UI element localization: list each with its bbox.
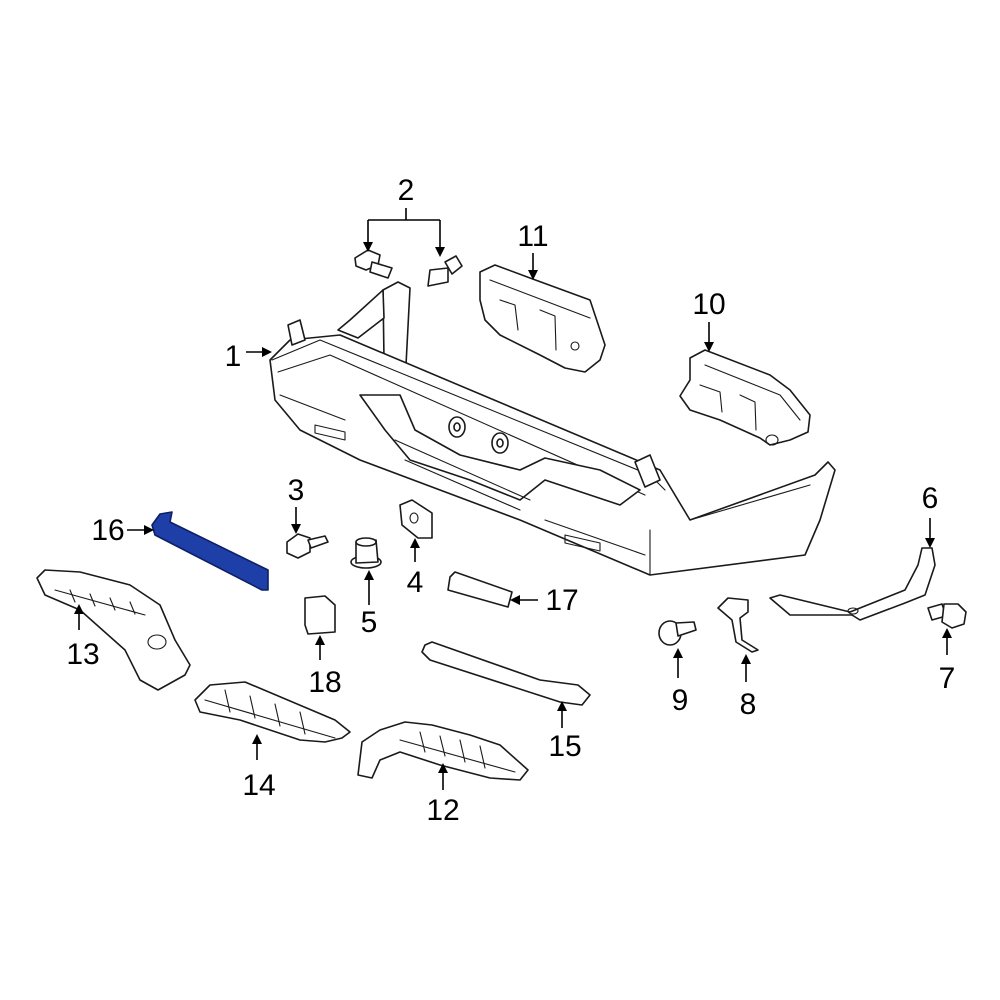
- callout-7: 7: [939, 662, 956, 695]
- part-2-push-pins[interactable]: [354, 249, 463, 287]
- callout-4: 4: [407, 566, 424, 599]
- callout-16: 16: [91, 514, 124, 547]
- callout-5: 5: [361, 606, 378, 639]
- leader-lines: [74, 208, 952, 790]
- part-16-highlighted-strip[interactable]: [151, 511, 269, 591]
- part-10-absorber[interactable]: [679, 349, 811, 446]
- callout-14: 14: [242, 769, 275, 802]
- callout-11: 11: [517, 220, 548, 253]
- callout-18: 18: [308, 666, 341, 699]
- callout-1: 1: [225, 340, 242, 373]
- part-11-absorber[interactable]: [479, 264, 606, 373]
- part-8-bracket[interactable]: [717, 597, 759, 653]
- part-9-push-pin[interactable]: [658, 620, 697, 646]
- callout-labels: 1 2 3 4 5 6 7 8 9 10 11 12 13 14 15 16 1…: [66, 174, 955, 827]
- callout-12: 12: [426, 794, 459, 827]
- callout-13: 13: [66, 638, 99, 671]
- part-1-bumper[interactable]: [269, 281, 836, 576]
- part-7-bolt[interactable]: [927, 603, 967, 629]
- callout-10: 10: [692, 288, 725, 321]
- part-14-step-pad[interactable]: [194, 681, 351, 743]
- part-3-bolt[interactable]: [286, 533, 329, 559]
- part-13-step-pad[interactable]: [36, 569, 191, 691]
- callout-17: 17: [545, 584, 578, 617]
- callout-6: 6: [922, 482, 939, 515]
- part-15-trim-strip[interactable]: [421, 641, 591, 706]
- callout-3: 3: [288, 474, 305, 507]
- callout-8: 8: [740, 688, 757, 721]
- callout-2: 2: [398, 174, 415, 207]
- part-6-bracket[interactable]: [769, 547, 936, 621]
- callout-9: 9: [672, 684, 689, 717]
- part-4-clip[interactable]: [399, 499, 433, 539]
- part-5-retainer[interactable]: [350, 537, 382, 569]
- part-17-pad[interactable]: [447, 571, 513, 608]
- part-18-pad[interactable]: [304, 595, 336, 635]
- callout-15: 15: [548, 730, 581, 763]
- part-12-step-pad[interactable]: [357, 721, 529, 781]
